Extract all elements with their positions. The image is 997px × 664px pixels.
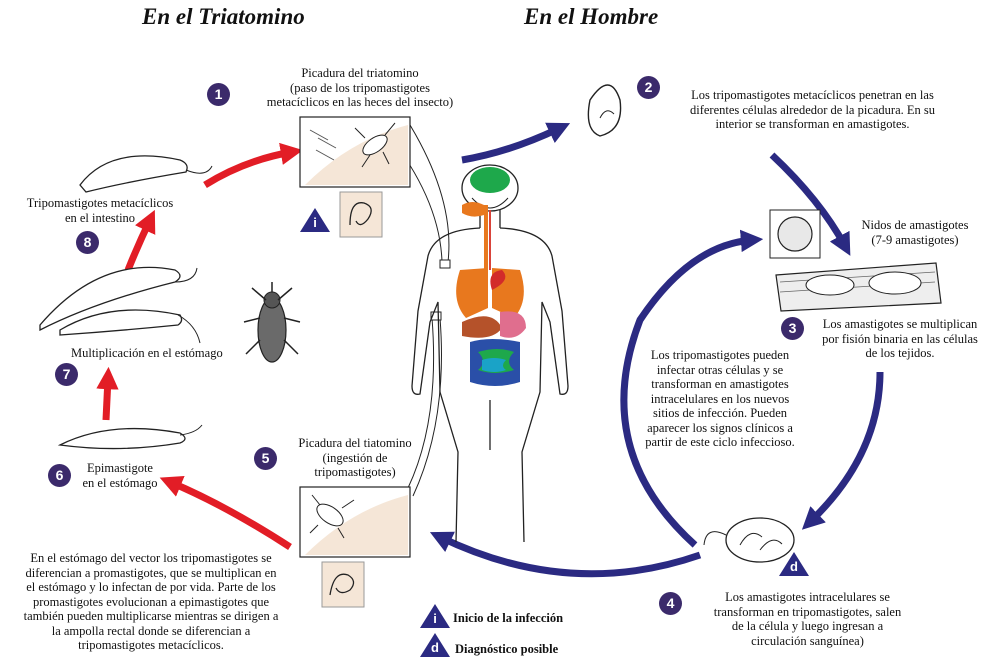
- epimastigote-dividing-illustration-7: [40, 267, 200, 343]
- step-7-badge: 7: [55, 363, 78, 386]
- legend-infection-label: Inicio de la infección: [453, 611, 563, 626]
- arrow-1-to-2: [462, 128, 560, 160]
- arrow-3-to-4: [810, 372, 880, 522]
- legend-diagnosis-icon: d: [420, 633, 450, 657]
- bite-illustration-5: [300, 487, 410, 607]
- diagnosis-marker-icon: d: [779, 552, 809, 576]
- step-7-text: Multiplicación en el estómago: [71, 346, 223, 361]
- step-5-badge: 5: [254, 447, 277, 470]
- trypomastigote-illustration-2: [588, 85, 620, 136]
- triatomine-bug-illustration: [244, 282, 300, 362]
- step-2-badge: 2: [637, 76, 660, 99]
- trypomastigote-illustration-8: [80, 156, 212, 192]
- step-4-badge: 4: [659, 592, 682, 615]
- step-6-badge: 6: [48, 464, 71, 487]
- arrow-7-to-8: [128, 220, 150, 270]
- epimastigote-illustration-6: [60, 425, 202, 449]
- step-8-badge: 8: [76, 231, 99, 254]
- step-3-badge: 3: [781, 317, 804, 340]
- step-2-text: Los tripomastigotes metacíclicos penetra…: [665, 88, 960, 132]
- step-1-badge: 1: [207, 83, 230, 106]
- vector-stomach-text: En el estómago del vector los tripomasti…: [2, 551, 300, 653]
- human-header: En el Hombre: [524, 4, 658, 30]
- arrow-5-to-6: [170, 482, 290, 547]
- legend-diagnosis-label: Diagnóstico posible: [455, 642, 558, 657]
- arrow-4-to-5: [440, 537, 700, 574]
- vector-header: En el Triatomino: [142, 4, 305, 30]
- arrow-8-to-1: [205, 152, 292, 185]
- arrow-6-to-7: [106, 378, 108, 420]
- step-1-text: Picadura del triatomino(paso de los trip…: [240, 66, 480, 110]
- amastigote-nest-label: Nidos de amastigotes(7-9 amastigotes): [845, 218, 985, 247]
- infection-marker-icon: i: [300, 208, 330, 232]
- legend-infection-icon: i: [420, 604, 450, 628]
